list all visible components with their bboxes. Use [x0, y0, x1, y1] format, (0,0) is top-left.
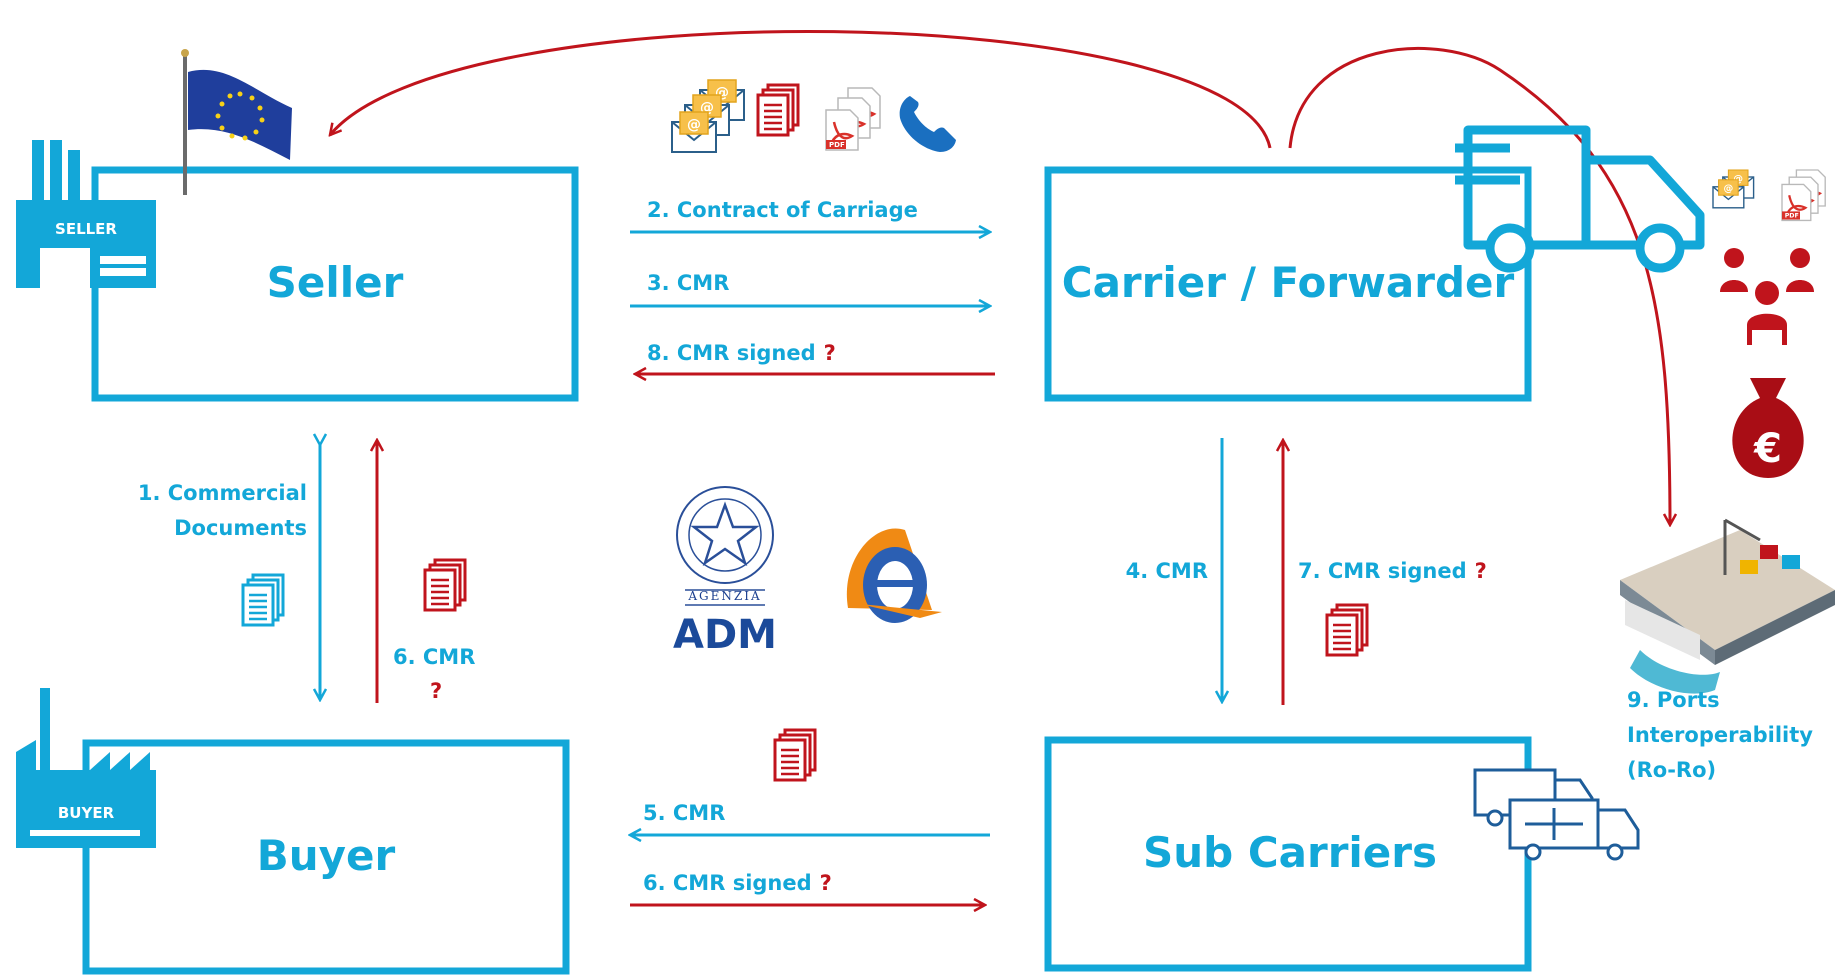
document-stack-icon	[1325, 603, 1369, 657]
flow-6-signed-label: 6. CMR signed?	[643, 871, 832, 895]
svg-text:AGENZIA: AGENZIA	[687, 589, 761, 603]
seller-box	[91, 166, 579, 402]
flow-4-label: 4. CMR	[1126, 559, 1208, 583]
flow-1-label-line2: Documents	[174, 516, 307, 540]
flow-carrier-to-ports-curve	[1288, 46, 1670, 525]
buyer-box	[82, 739, 570, 975]
flow-6-cmr-label: 6. CMR	[393, 645, 475, 669]
carrier-title: Carrier / Forwarder	[1062, 258, 1515, 307]
pdf-icon	[824, 86, 882, 152]
buyer-title: Buyer	[257, 831, 396, 880]
flow-7-label: 7. CMR signed?	[1298, 559, 1487, 583]
svg-text:€: €	[1753, 426, 1782, 472]
flow-2-label: 2. Contract of Carriage	[647, 198, 918, 222]
email-icon	[671, 79, 745, 153]
svg-text:SELLER: SELLER	[55, 220, 117, 238]
flow-9-label-line2: Interoperability	[1627, 723, 1813, 747]
sub-carrier-trucks-icon	[1473, 768, 1640, 861]
flow-carrier-to-seller-curve	[330, 29, 1272, 149]
document-stack-icon	[423, 558, 467, 612]
seller-title: Seller	[267, 258, 404, 307]
svg-text:BUYER: BUYER	[58, 804, 115, 822]
port-icon	[1620, 518, 1835, 694]
email-icon	[1712, 169, 1755, 209]
flow-6-cmr-question: ?	[430, 679, 442, 703]
flow-3-label: 3. CMR	[647, 271, 729, 295]
pdf-icon	[1780, 168, 1827, 222]
agenzia-entrate-logo-icon	[846, 528, 942, 623]
carrier-box	[1044, 166, 1532, 402]
buyer-factory-icon: BUYER	[16, 688, 156, 848]
eu-flag-icon	[181, 49, 292, 195]
seller-factory-icon: SELLER	[16, 140, 156, 288]
adm-emblem-icon: AGENZIA ADM	[673, 486, 777, 658]
flow-8-label: 8. CMR signed?	[647, 341, 836, 365]
flow-9-label-line3: (Ro-Ro)	[1627, 758, 1716, 782]
people-icon	[1720, 248, 1814, 345]
document-stack-icon	[756, 83, 800, 137]
svg-text:ADM: ADM	[673, 612, 777, 658]
flow-1-label-line1: 1. Commercial	[138, 481, 307, 505]
flow-5-label: 5. CMR	[643, 801, 725, 825]
document-stack-icon	[773, 728, 817, 782]
sub-carriers-title: Sub Carriers	[1143, 828, 1437, 877]
document-stack-icon	[241, 573, 285, 627]
money-bag-icon: €	[1732, 378, 1804, 478]
truck-icon	[1455, 125, 1705, 273]
phone-icon	[899, 96, 956, 152]
